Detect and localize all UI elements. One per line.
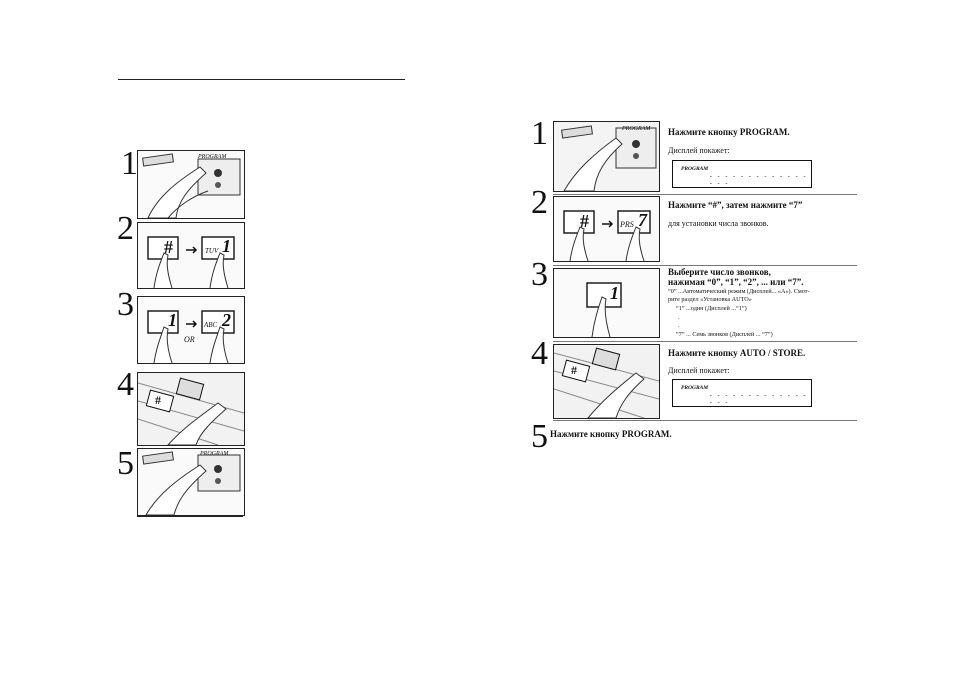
seven-key-label: 7 <box>638 210 647 230</box>
hash-key-label: # <box>155 393 161 407</box>
hand-pressing-program-illustration <box>142 451 241 515</box>
lcd-dashes: - - - - - - - - - - - - - - - - <box>709 173 807 187</box>
hand-pressing-auto-store-illustration <box>554 345 659 418</box>
hand-pressing-hash-key-illustration <box>138 373 244 445</box>
right-step-3-line-2: рите раздел «Установка AUTO» <box>668 296 752 303</box>
right-step-1-heading: Нажмите кнопку PROGRAM. <box>668 127 790 137</box>
program-key-label: PROGRAM <box>198 154 227 160</box>
right-step-4-display-intro: Дисплей покажет: <box>668 366 730 375</box>
right-step-1-display-intro: Дисплей покажет: <box>668 146 730 155</box>
hand-pressing-1-key-illustration <box>586 282 622 337</box>
right-step-4-heading: Нажмите кнопку AUTO / STORE. <box>668 348 806 358</box>
hand-pressing-program-illustration <box>554 122 659 191</box>
right-divider-3 <box>553 341 857 342</box>
one-key-label: 1 <box>168 310 177 330</box>
right-step-3-line-4: . <box>678 314 680 321</box>
right-step-2-body: для установки числа звонков. <box>668 219 769 228</box>
right-step-4-number: 4 <box>531 335 548 372</box>
right-step-1-lcd-display: PROGRAM - - - - - - - - - - - - - - - - <box>672 160 812 188</box>
program-key-label: PROGRAM <box>622 126 651 132</box>
keys-hash-then-1-illustration <box>147 236 235 288</box>
left-step-1-number: 1 <box>121 145 138 182</box>
tuv-key-label: TUV <box>205 247 219 255</box>
right-step-5-heading: Нажмите кнопку PROGRAM. <box>550 429 672 439</box>
right-step-3-line-3: “1” ...один (Дисплей ...“1”) <box>676 305 747 312</box>
right-divider-2 <box>553 265 857 266</box>
right-step-3-number: 3 <box>531 256 548 293</box>
right-step-3-line-1: “0” ...Автоматический режим (Дисплей... … <box>668 288 810 295</box>
two-key-label: 2 <box>222 310 231 330</box>
left-step-2-number: 2 <box>117 210 134 247</box>
right-divider-4 <box>553 420 857 421</box>
lcd-label: PROGRAM <box>681 166 709 172</box>
or-separator: OR <box>184 335 195 344</box>
hand-pressing-program-illustration <box>142 153 241 218</box>
right-step-3-heading-line2: нажимая “0”, “1”, “2”, ... или “7”. <box>668 277 804 287</box>
prs-key-label: PRS <box>620 220 634 229</box>
right-step-3-line-5: . <box>678 322 680 329</box>
left-step-2-panel: # TUV 1 <box>137 222 245 289</box>
one-key-label: 1 <box>222 236 231 256</box>
right-step-2-heading: Нажмите “#”, затем нажмите “7” <box>668 200 803 210</box>
right-step-4-lcd-display: PROGRAM - - - - - - - - - - - - - - - - <box>672 379 812 407</box>
hash-key-label: # <box>571 363 577 377</box>
top-rule <box>118 79 405 80</box>
right-step-1-number: 1 <box>531 115 548 152</box>
hash-key-label: # <box>164 237 173 257</box>
left-step-5-number: 5 <box>117 445 134 482</box>
abc-key-label: ABC <box>204 321 218 329</box>
right-step-3-panel: 1 <box>553 268 660 338</box>
lcd-dashes: - - - - - - - - - - - - - - - - <box>709 392 807 406</box>
hash-key-label: # <box>580 211 589 231</box>
left-step-3-number: 3 <box>117 286 134 323</box>
left-step-5-panel: PROGRAM <box>137 448 245 516</box>
left-step-3-panel: 1 ABC 2 OR <box>137 296 245 364</box>
right-step-3-heading-line1: Выберите число звонков, <box>668 267 771 277</box>
right-step-3-line-6: “7” ... Семь звонков (Дисплей ... “7”) <box>676 331 773 338</box>
right-step-5-number: 5 <box>531 418 548 455</box>
lcd-label: PROGRAM <box>681 385 709 391</box>
left-step-4-number: 4 <box>117 366 134 403</box>
right-divider-1 <box>553 194 857 195</box>
left-step-4-panel: # <box>137 372 245 446</box>
program-key-label: PROGRAM <box>200 451 229 457</box>
keys-1-or-2-illustration <box>147 310 235 363</box>
right-step-2-panel: # PRS 7 <box>553 196 660 262</box>
right-step-2-number: 2 <box>531 184 548 221</box>
right-step-1-panel: PROGRAM <box>553 121 660 192</box>
keys-hash-then-7-illustration <box>563 210 651 261</box>
one-key-label: 1 <box>610 283 619 303</box>
left-step-1-panel: PROGRAM <box>137 150 245 219</box>
right-step-4-panel: # <box>553 344 660 419</box>
left-bottom-rule <box>137 516 243 517</box>
